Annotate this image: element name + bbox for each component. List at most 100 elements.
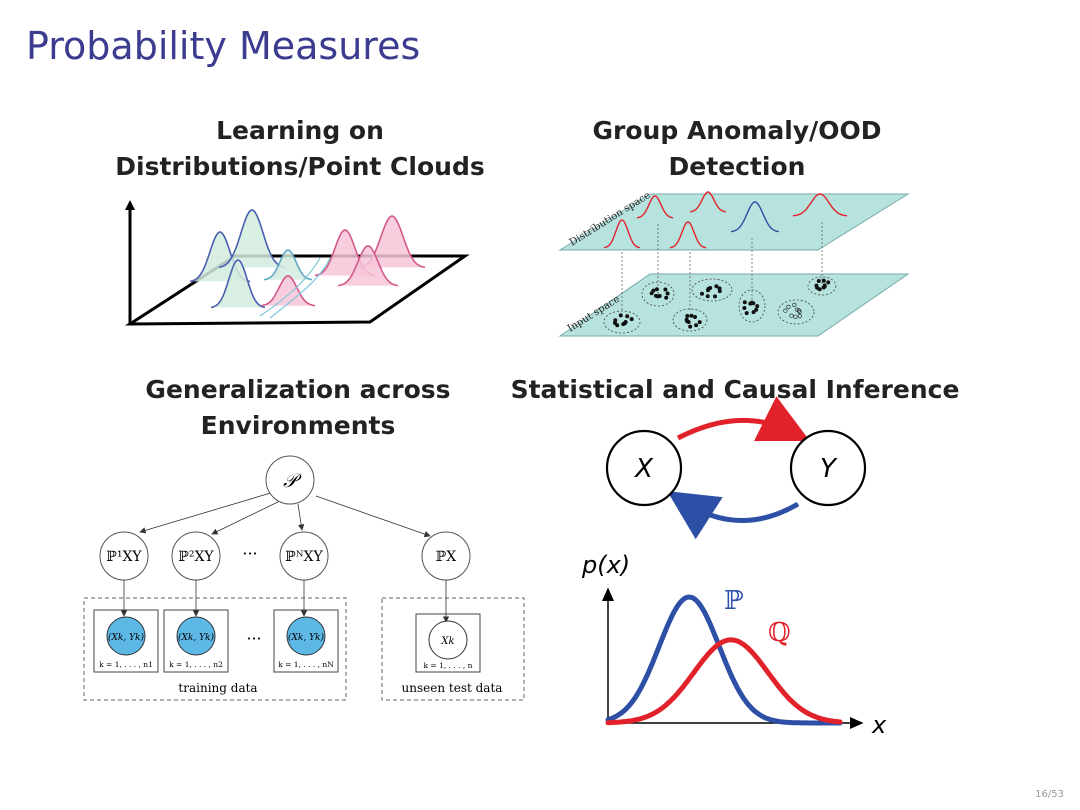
arrow-x-to-y	[676, 396, 810, 441]
test-obs-node-label: Xk	[440, 636, 454, 647]
point-cluster	[807, 276, 837, 296]
cluster-point	[797, 314, 802, 319]
cluster-point	[814, 283, 819, 288]
env-dots: ···	[242, 544, 257, 563]
point-cluster	[777, 299, 815, 325]
training-data-label: training data	[178, 681, 257, 695]
y-axis-label: p(x)	[581, 551, 630, 579]
test-box	[381, 597, 525, 701]
test-data-label: unseen test data	[402, 681, 503, 695]
obs-node-N-label: (Xk, Yk)	[288, 632, 324, 643]
point-cloud-figure	[124, 200, 470, 326]
cluster-point	[783, 308, 788, 313]
obs-node-2	[176, 616, 216, 656]
plate-dots: ···	[246, 629, 261, 648]
cluster-point	[697, 320, 702, 325]
cluster-point	[821, 285, 826, 290]
node-x	[605, 429, 683, 507]
generalization-heading: Generalization across Environments	[98, 372, 498, 444]
cluster-point	[629, 317, 634, 322]
generalization-heading-line1: Generalization across	[145, 375, 451, 404]
distribution-curve	[636, 195, 674, 219]
cluster-point	[613, 318, 618, 323]
distribution-curve	[730, 201, 780, 233]
density-curve-p	[605, 594, 843, 726]
plate-N	[273, 609, 339, 673]
inference-heading: Statistical and Causal Inference	[510, 372, 960, 408]
plate-test	[415, 613, 481, 673]
cluster-point	[664, 295, 669, 300]
cluster-point	[708, 286, 713, 291]
graphical-model: 𝒫 ℙ¹XY ℙ²XY ··· ℙᴺXY ℙX ··· (Xk, Yk) (Xk…	[83, 455, 525, 701]
cluster-point	[665, 291, 670, 296]
axis-arrow	[125, 200, 135, 210]
cluster-point	[744, 311, 749, 316]
bump-fill	[261, 276, 315, 306]
cluster-point	[751, 310, 756, 315]
cluster-point	[689, 313, 694, 318]
plate-2-label: k = 1, . . . , n2	[169, 660, 223, 669]
bump-outline	[337, 245, 399, 287]
cluster-point	[621, 322, 626, 327]
obs-node-N	[286, 616, 326, 656]
cluster-point	[755, 304, 760, 309]
edge-root-envN	[297, 503, 305, 531]
cluster-point	[793, 314, 798, 319]
p-label: ℙ	[724, 586, 744, 616]
distribution-curve	[689, 191, 727, 213]
bump-outline	[210, 259, 266, 309]
anomaly-figure: Distribution space Input space	[558, 190, 910, 337]
root-node	[265, 455, 315, 505]
edge-root-env1	[139, 491, 275, 534]
anomaly-heading: Group Anomaly/OOD Detection	[537, 113, 937, 185]
cluster-point	[792, 302, 797, 307]
env-node-N-label: ℙᴺXY	[285, 549, 323, 565]
plate-1-label: k = 1, . . . , n1	[99, 660, 153, 669]
bump-outline	[263, 249, 313, 281]
test-env-node-label: ℙX	[436, 549, 457, 565]
test-obs-node	[428, 620, 468, 660]
cluster-point	[618, 313, 623, 318]
page-number: 16/53	[1035, 789, 1064, 800]
cluster-point	[654, 293, 659, 298]
anomaly-heading-line1: Group Anomaly/OOD	[592, 116, 882, 145]
bump-fill	[264, 250, 312, 280]
cluster-point	[684, 317, 689, 322]
env-node-2-label: ℙ²XY	[178, 549, 214, 565]
cluster-point	[821, 278, 826, 283]
cluster-point	[751, 301, 756, 306]
obs-node-1-label: (Xk, Yk)	[108, 632, 144, 643]
trace-line	[269, 257, 331, 319]
density-curve-q	[605, 637, 843, 726]
bump-fill	[219, 210, 285, 268]
edge-root-test	[315, 495, 431, 538]
cluster-point	[694, 323, 699, 328]
q-label: ℚ	[768, 618, 791, 648]
cluster-point	[693, 315, 698, 320]
density-chart: p(x) x ℙ ℚ	[581, 551, 887, 739]
cluster-point	[714, 284, 719, 289]
distribution-curve	[603, 219, 641, 249]
cluster-point	[654, 287, 659, 292]
cluster-point	[754, 307, 759, 312]
node-y-label: Y	[820, 454, 838, 484]
cluster-point	[705, 294, 710, 299]
bump-fill	[338, 246, 398, 286]
plate-test-label: k = 1, . . . , n	[423, 661, 472, 670]
cluster-point	[700, 291, 705, 296]
cluster-point	[816, 279, 821, 284]
learning-heading: Learning on Distributions/Point Clouds	[100, 113, 500, 185]
bump-outline	[260, 275, 316, 307]
cluster-point	[625, 314, 630, 319]
obs-node-2-label: (Xk, Yk)	[178, 632, 214, 643]
obs-node-1	[106, 616, 146, 656]
cluster-point	[651, 288, 656, 293]
generalization-heading-line2: Environments	[200, 411, 396, 440]
plate-N-label: k = 1, . . . , nN	[278, 660, 334, 669]
cluster-point	[717, 289, 722, 294]
distribution-curve	[669, 221, 707, 249]
learning-heading-line2: Distributions/Point Clouds	[115, 152, 485, 181]
cluster-point	[663, 287, 668, 292]
inference-heading-title: Statistical and Causal Inference	[510, 375, 960, 404]
arrow-y-to-x	[667, 491, 800, 540]
